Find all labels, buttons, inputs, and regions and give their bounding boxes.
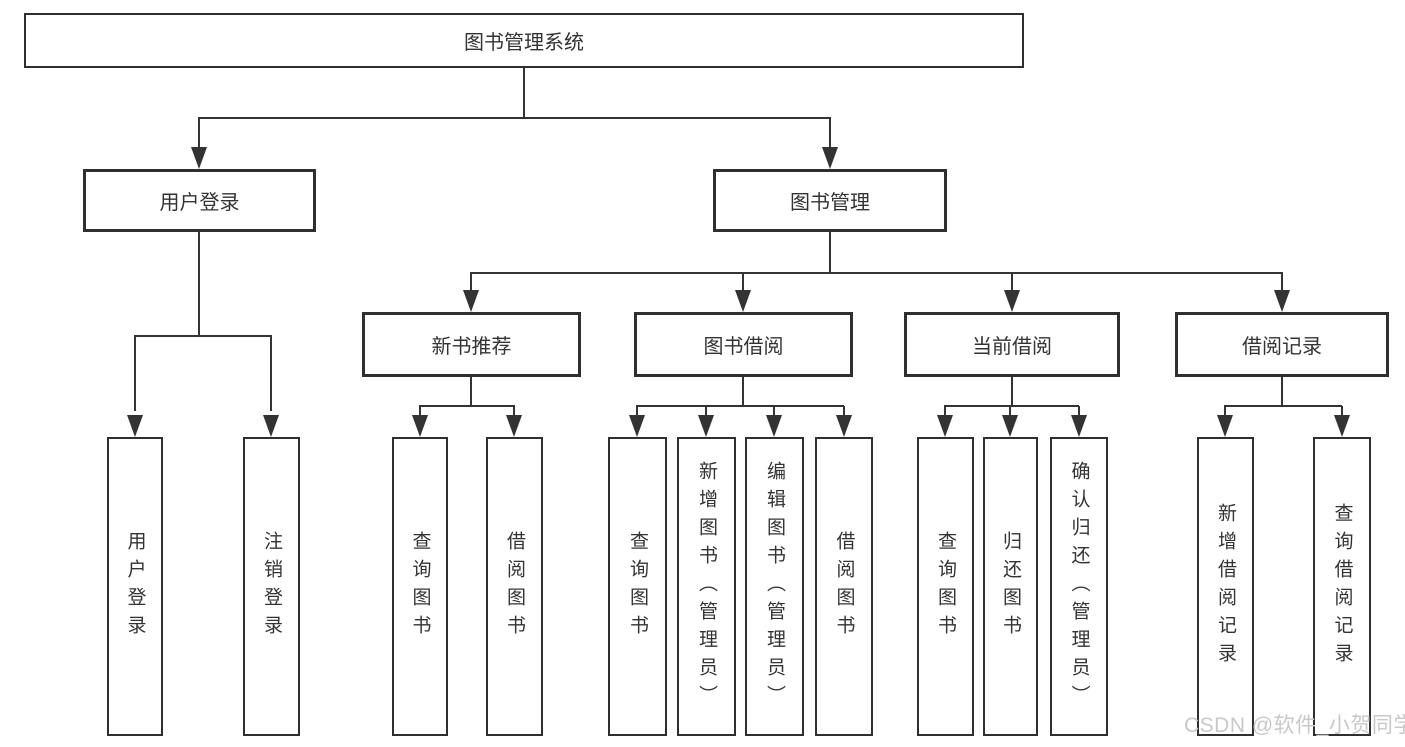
connector-line — [1281, 273, 1283, 290]
node-label: 图书管理系统 — [464, 32, 584, 54]
arrow-down-icon — [1274, 290, 1290, 312]
arrow-down-icon — [822, 147, 838, 169]
arrow-down-icon — [836, 415, 852, 437]
connector-line — [470, 272, 1283, 274]
arrow-down-icon — [1217, 415, 1233, 437]
node-book-borrow: 图书借阅 — [634, 312, 853, 377]
arrow-down-icon — [1002, 415, 1018, 437]
connector-line — [1011, 377, 1013, 406]
connector-line — [134, 335, 272, 337]
node-label: 确认归还（管理员） — [1068, 460, 1090, 713]
arrow-down-icon — [1334, 415, 1350, 437]
leaf-query-books: 查询图书 — [917, 437, 974, 736]
connector-line — [134, 336, 136, 411]
node-book-management: 图书管理 — [713, 169, 947, 232]
arrow-down-icon — [263, 415, 279, 437]
node-borrow-records: 借阅记录 — [1175, 312, 1389, 377]
arrow-down-icon — [937, 415, 953, 437]
node-label: 新书推荐 — [431, 336, 512, 358]
connector-line — [944, 406, 946, 415]
leaf-add-books-admin: 新增图书（管理员） — [677, 437, 736, 736]
arrow-down-icon — [463, 290, 479, 312]
connector-line — [1009, 406, 1011, 415]
node-label: 图书管理 — [790, 192, 870, 214]
leaf-confirm-return-admin: 确认归还（管理员） — [1050, 437, 1108, 736]
connector-line — [1341, 406, 1343, 415]
connector-line — [636, 405, 844, 407]
arrow-down-icon — [629, 415, 645, 437]
arrow-down-icon — [1004, 290, 1020, 312]
leaf-return-books: 归还图书 — [983, 437, 1038, 736]
arrow-down-icon — [1071, 415, 1087, 437]
node-label: 借阅图书 — [833, 530, 855, 643]
csdn-watermark: CSDN @软件_小贺同学 — [1184, 714, 1405, 737]
connector-line — [742, 377, 744, 406]
connector-line — [198, 118, 200, 147]
node-user-login: 用户登录 — [83, 169, 316, 232]
connector-line — [1078, 406, 1080, 415]
connector-line — [1011, 273, 1013, 290]
node-label: 注销登录 — [261, 530, 282, 643]
connector-line — [773, 406, 775, 415]
node-label: 新增图书（管理员） — [696, 460, 717, 713]
connector-line — [944, 405, 1079, 407]
node-current-borrow: 当前借阅 — [904, 312, 1120, 377]
connector-line — [419, 405, 515, 407]
node-label: 查询图书 — [627, 530, 648, 643]
connector-line — [470, 273, 472, 290]
connector-line — [523, 68, 525, 118]
node-label: 查询借阅记录 — [1331, 502, 1353, 671]
connector-line — [829, 118, 831, 147]
connector-line — [705, 406, 707, 415]
connector-line — [1281, 377, 1283, 406]
connector-line — [1224, 405, 1342, 407]
node-label: 编辑图书（管理员） — [764, 460, 785, 713]
connector-line — [419, 406, 421, 415]
connector-line — [270, 336, 272, 411]
connector-line — [742, 273, 744, 290]
arrow-down-icon — [127, 415, 143, 437]
node-label: 借阅图书 — [504, 530, 525, 643]
connector-line — [513, 406, 515, 415]
node-system-root: 图书管理系统 — [24, 13, 1024, 68]
leaf-query-borrow-record: 查询借阅记录 — [1313, 437, 1371, 736]
node-label: 归还图书 — [1000, 530, 1021, 643]
connector-line — [843, 406, 845, 415]
leaf-query-books: 查询图书 — [392, 437, 448, 736]
node-label: 借阅记录 — [1242, 336, 1322, 358]
leaf-add-borrow-record: 新增借阅记录 — [1197, 437, 1254, 736]
connector-line — [470, 377, 472, 406]
node-new-book-recommend: 新书推荐 — [362, 312, 581, 377]
node-label: 查询图书 — [935, 530, 956, 643]
arrow-down-icon — [412, 415, 428, 437]
leaf-edit-books-admin: 编辑图书（管理员） — [745, 437, 804, 736]
connector-line — [198, 232, 200, 336]
arrow-down-icon — [506, 415, 522, 437]
arrow-down-icon — [766, 415, 782, 437]
node-label: 当前借阅 — [972, 336, 1052, 358]
node-label: 图书借阅 — [703, 336, 784, 358]
arrow-down-icon — [735, 290, 751, 312]
arrow-down-icon — [698, 415, 714, 437]
leaf-query-books: 查询图书 — [608, 437, 667, 736]
leaf-logout: 注销登录 — [243, 437, 300, 736]
leaf-borrow-books: 借阅图书 — [815, 437, 873, 736]
connector-line — [1224, 406, 1226, 415]
node-label: 用户登录 — [159, 192, 240, 214]
connector-line — [198, 117, 831, 119]
node-label: 用户登录 — [124, 530, 146, 643]
connector-line — [829, 232, 831, 273]
node-label: 查询图书 — [409, 530, 431, 643]
connector-line — [636, 406, 638, 415]
leaf-user-login: 用户登录 — [107, 437, 163, 736]
arrow-down-icon — [191, 147, 207, 169]
node-label: 新增借阅记录 — [1215, 502, 1236, 671]
leaf-borrow-books: 借阅图书 — [486, 437, 543, 736]
